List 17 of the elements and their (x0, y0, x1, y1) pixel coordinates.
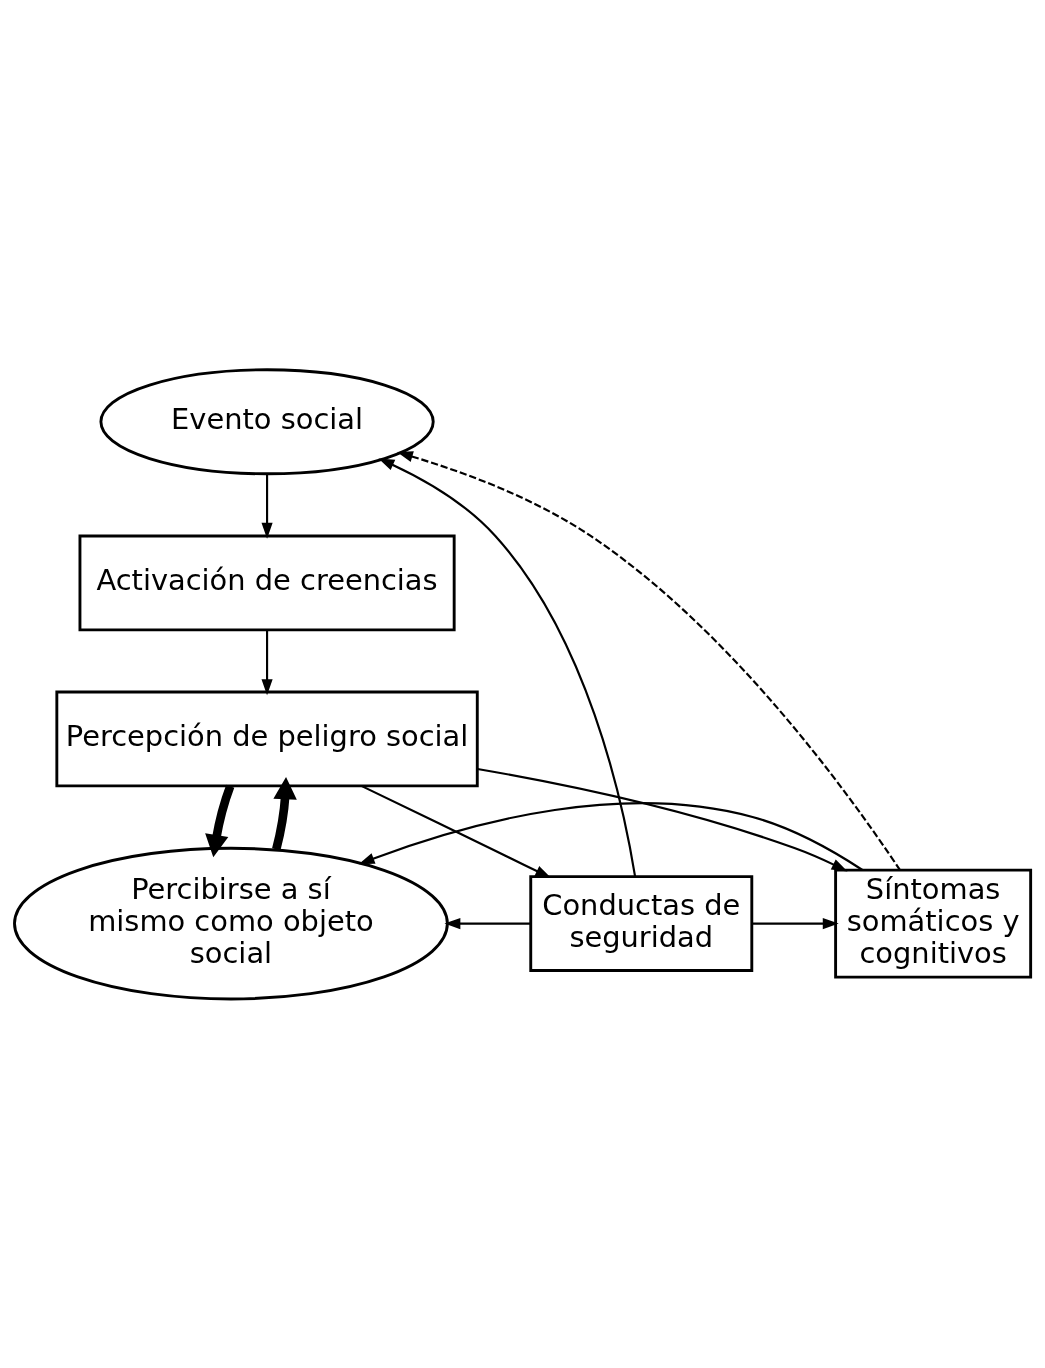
node-box: Síntomas somáticos y cognitivos (834, 868, 1033, 978)
arrow (358, 801, 864, 871)
arrow (751, 917, 839, 929)
arrow (261, 629, 273, 695)
arrow (272, 776, 297, 850)
node-box: Percepción de peligro social (55, 690, 479, 787)
arrow (444, 917, 531, 929)
arrow (205, 784, 235, 857)
node-ellipse: Percibirse a sí mismo como objeto social (13, 846, 449, 1000)
arrow (378, 457, 637, 877)
arrow (477, 767, 848, 871)
arrow (261, 473, 273, 539)
arrow (396, 450, 901, 871)
node-box: Activación de creencias (78, 534, 456, 631)
node-ellipse: Evento social (99, 367, 435, 475)
node-box: Conductas de seguridad (529, 874, 754, 972)
arrow (361, 784, 552, 878)
